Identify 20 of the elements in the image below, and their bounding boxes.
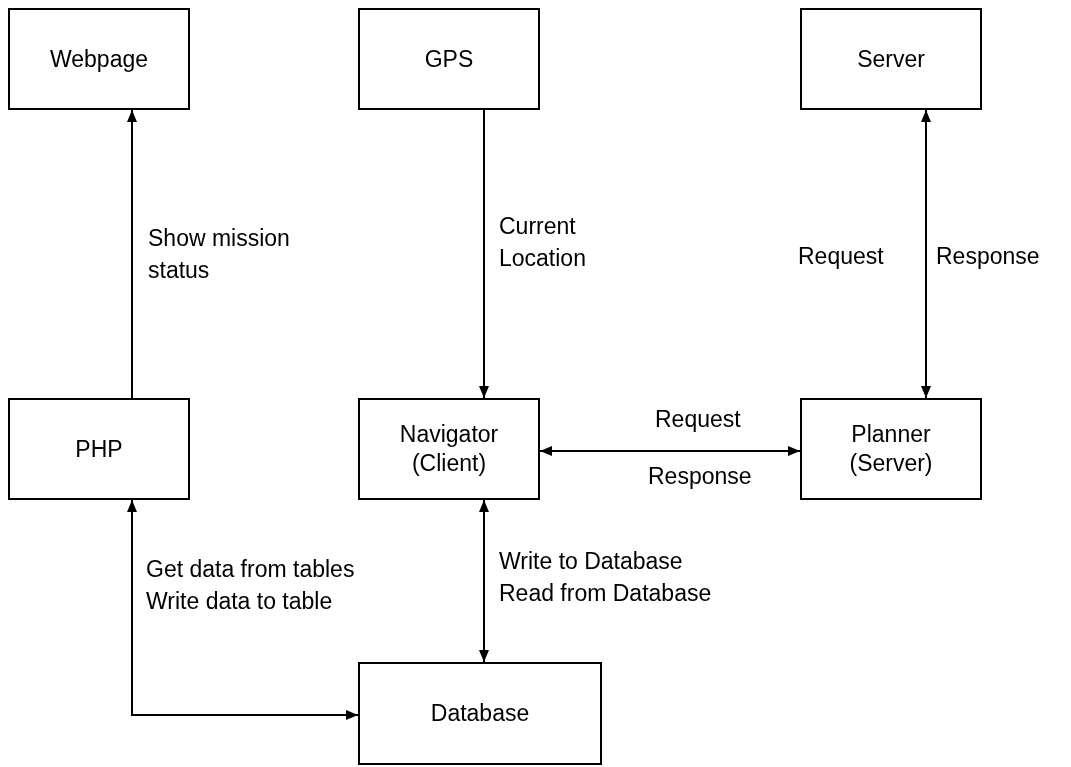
process-box (8, 398, 190, 500)
arrow (479, 109, 489, 399)
process-box (358, 8, 540, 110)
arrow (127, 499, 359, 720)
node-label: Planner (Server) (848, 420, 934, 478)
process-box (8, 8, 190, 110)
process-box (358, 398, 540, 500)
node-label: Webpage (48, 44, 149, 74)
arrow (479, 499, 489, 663)
node-label: Navigator (Client) (398, 420, 500, 478)
node-label: GPS (423, 44, 475, 74)
arrow (921, 109, 931, 399)
process-box (800, 8, 982, 110)
process-box (358, 662, 602, 765)
node-label: Server (856, 44, 926, 74)
node-label: Database (429, 699, 531, 728)
arrow (127, 109, 137, 399)
arrow (539, 446, 801, 456)
node-label: PHP (74, 434, 124, 464)
process-box (800, 398, 982, 500)
